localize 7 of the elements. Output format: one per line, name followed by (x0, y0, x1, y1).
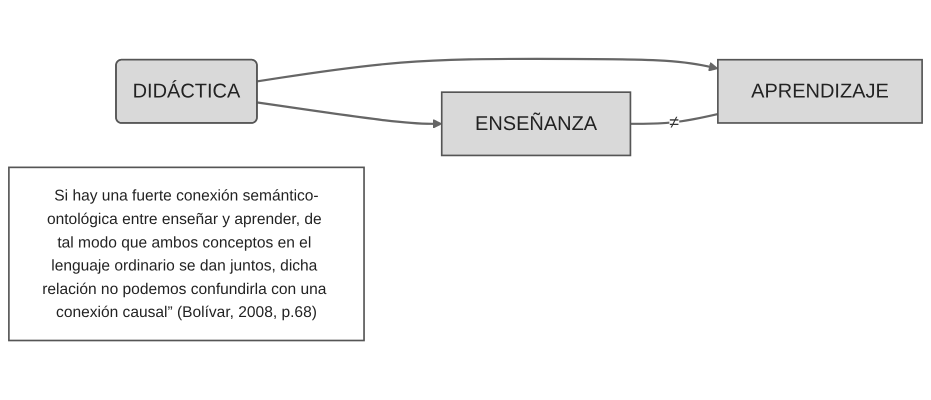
edge-label: ≠ (669, 114, 680, 133)
arrow (257, 58, 718, 83)
node-box: Si hay una fuerte conexión semántico-ontológica entre enseñar y aprender, de tal modo que ambos conceptos en el lenguaje ordinario se dan juntos, dicha relación no podemos confundirla con una conexión causal” (Bolívar, 2008, p.68) (8, 166, 365, 342)
connector (630, 113, 718, 126)
arrow (257, 102, 442, 129)
node-box: APRENDIZAJE (717, 59, 923, 124)
node-box: ENSEÑANZA (440, 92, 632, 157)
